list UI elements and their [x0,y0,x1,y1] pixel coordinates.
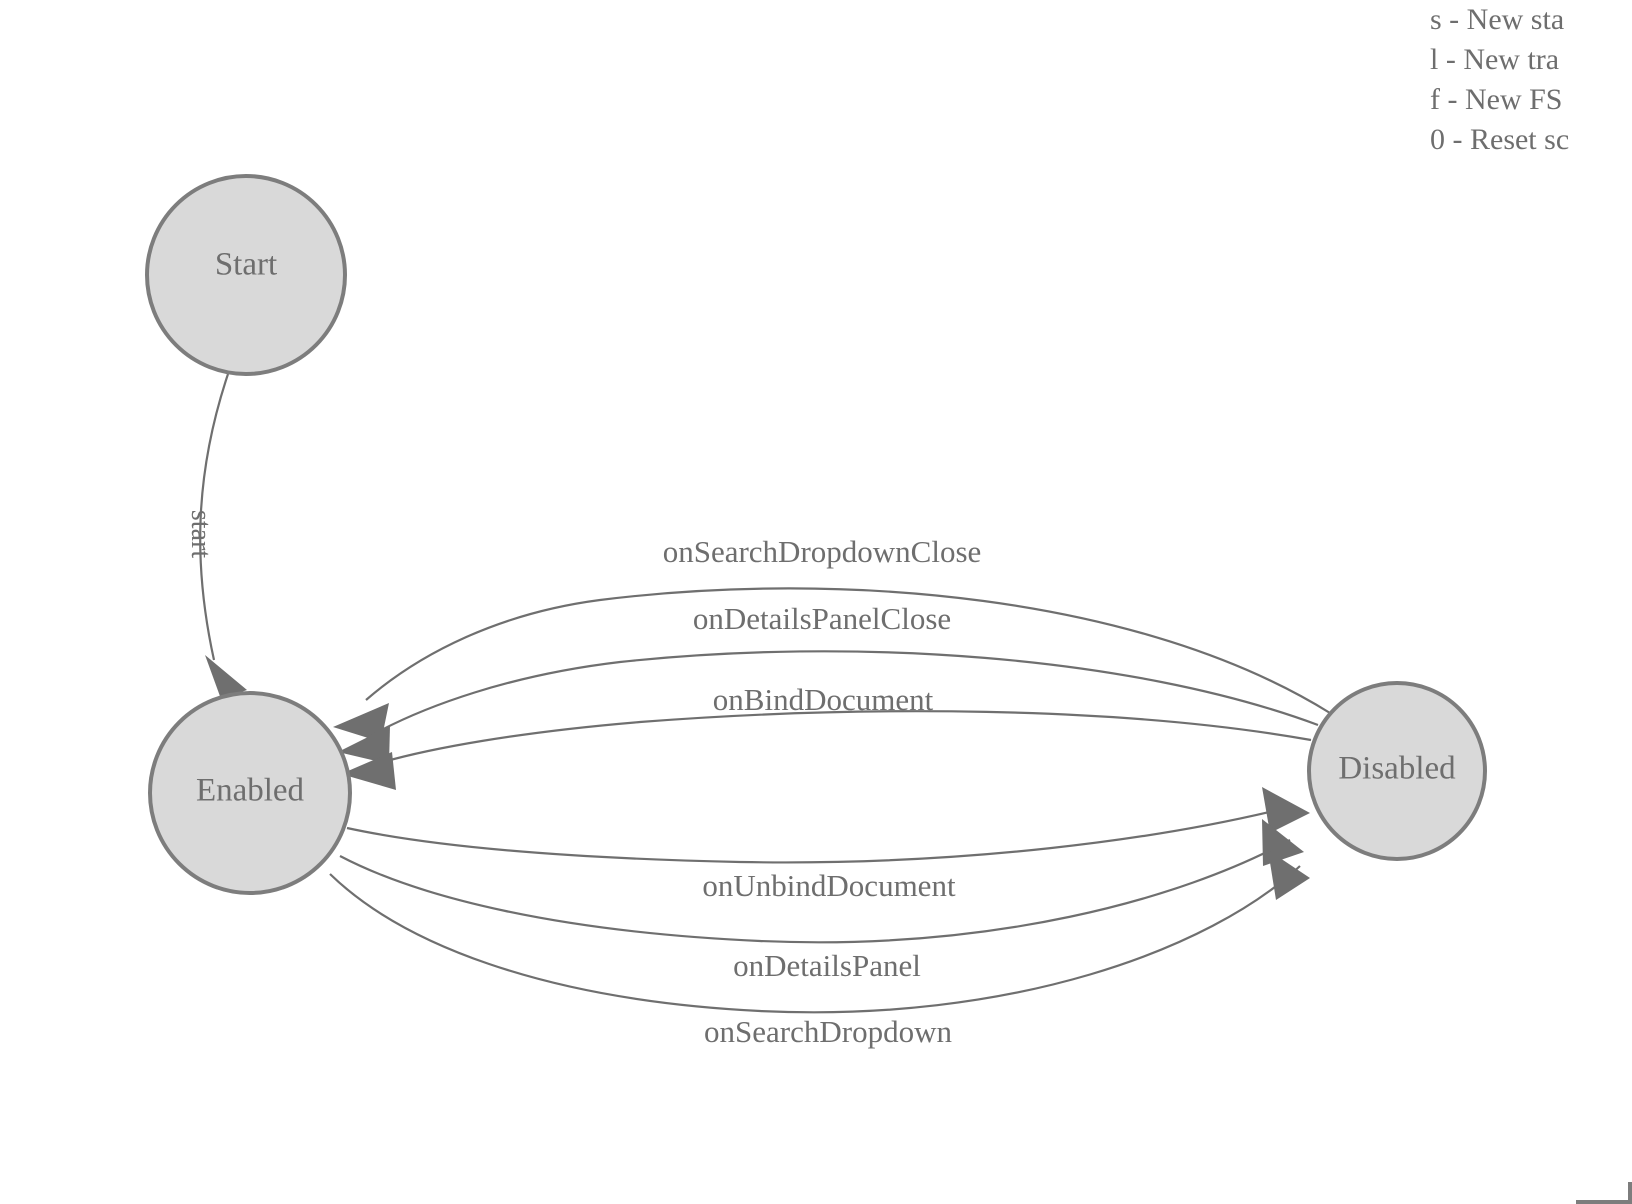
legend-line-new-transition: l - New tra [1430,43,1560,76]
node-disabled-label: Disabled [1338,751,1456,787]
node-start[interactable]: Start [145,174,347,376]
keyboard-shortcuts-legend: s - New sta l - New tra f - New FS 0 - R… [1430,0,1632,160]
edge-ondetailspanel-path [339,839,1291,944]
edge-ondetailspanelclose-arrowhead [338,726,390,764]
node-start-label: Start [215,247,277,283]
edge-onunbinddocument[interactable] [346,787,1310,864]
edge-onsearchdropdown[interactable] [329,850,1310,1014]
node-enabled-circle [148,691,352,895]
node-enabled[interactable]: Enabled [148,691,352,895]
edge-onsearchdropdown-path [329,865,1301,1014]
edge-label-onbinddocument: onBindDocument [713,682,934,717]
node-start-circle [145,174,347,376]
edge-label-onsearchdropdown: onSearchDropdown [704,1014,952,1049]
resize-handle-corner[interactable] [1576,1182,1632,1204]
edge-ondetailspanelclose-path [371,650,1319,736]
edge-onbinddocument[interactable] [341,710,1312,790]
edge-onsearchdropdown-arrowhead [1268,850,1310,900]
edge-onbinddocument-path [375,710,1312,766]
edge-label-ondetailspanelclose: onDetailsPanelClose [693,601,951,636]
edge-onunbinddocument-arrowhead [1262,787,1310,833]
node-disabled[interactable]: Disabled [1307,681,1487,861]
edge-label-start: start [185,510,216,558]
node-enabled-label: Enabled [196,773,305,809]
edge-label-onunbinddocument: onUnbindDocument [702,868,956,903]
edge-start-arrowhead [205,655,247,699]
legend-line-new-fsm: f - New FS [1430,83,1563,116]
edge-label-ondetailspanel: onDetailsPanel [733,948,921,983]
node-disabled-circle [1307,681,1487,861]
edge-onsearchdropdownclose-path [365,587,1331,714]
legend-line-new-state: s - New sta [1430,3,1565,36]
legend-line-reset: 0 - Reset sc [1430,123,1570,156]
edge-ondetailspanelclose[interactable] [338,650,1319,764]
edge-onunbinddocument-path [346,804,1295,864]
edge-start[interactable] [199,373,247,699]
edge-start-path [199,373,230,661]
edge-label-onsearchdropdownclose: onSearchDropdownClose [663,534,982,569]
edge-onbinddocument-arrowhead [341,752,396,790]
